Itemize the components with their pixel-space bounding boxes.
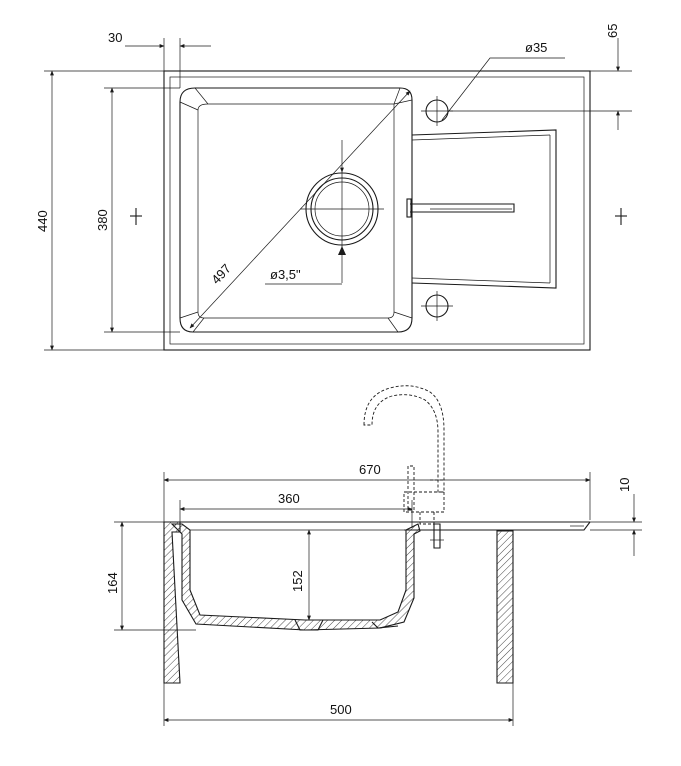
dim-diam-3-5-label: ø3,5" <box>270 267 301 282</box>
dim-360-label: 360 <box>278 491 300 506</box>
dim-497-label: 497 <box>208 261 234 287</box>
dim-440-label: 440 <box>35 210 50 232</box>
sink-inner-rim <box>169 76 585 345</box>
section-marker-right <box>615 208 627 225</box>
bowl-inner-outline <box>197 103 395 319</box>
dim-152-label: 152 <box>290 570 305 592</box>
dim-65-label: 65 <box>605 24 620 38</box>
section-marker-left <box>130 208 142 225</box>
dim-diam-35-label: ø35 <box>525 40 547 55</box>
worktop-left <box>163 521 181 684</box>
faucet-outline <box>363 385 445 493</box>
drainboard-outline <box>411 129 557 289</box>
dim-10-label: 10 <box>617 478 632 492</box>
side-view: 670 360 10 164 152 500 <box>105 385 642 726</box>
dim-670-label: 670 <box>359 462 381 477</box>
dim-380-label: 380 <box>95 209 110 231</box>
bowl-outline <box>179 87 413 333</box>
sink-outer-rim <box>163 70 591 351</box>
drain-channel <box>410 203 515 213</box>
bowl-section <box>170 523 421 631</box>
top-view: 497 ø35 ø3,5" 30 65 440 380 <box>35 24 632 351</box>
dim-30-label: 30 <box>108 30 122 45</box>
dim-164-label: 164 <box>105 572 120 594</box>
worktop-right <box>496 530 514 684</box>
tap-post <box>433 523 441 549</box>
dim-500-label: 500 <box>330 702 352 717</box>
